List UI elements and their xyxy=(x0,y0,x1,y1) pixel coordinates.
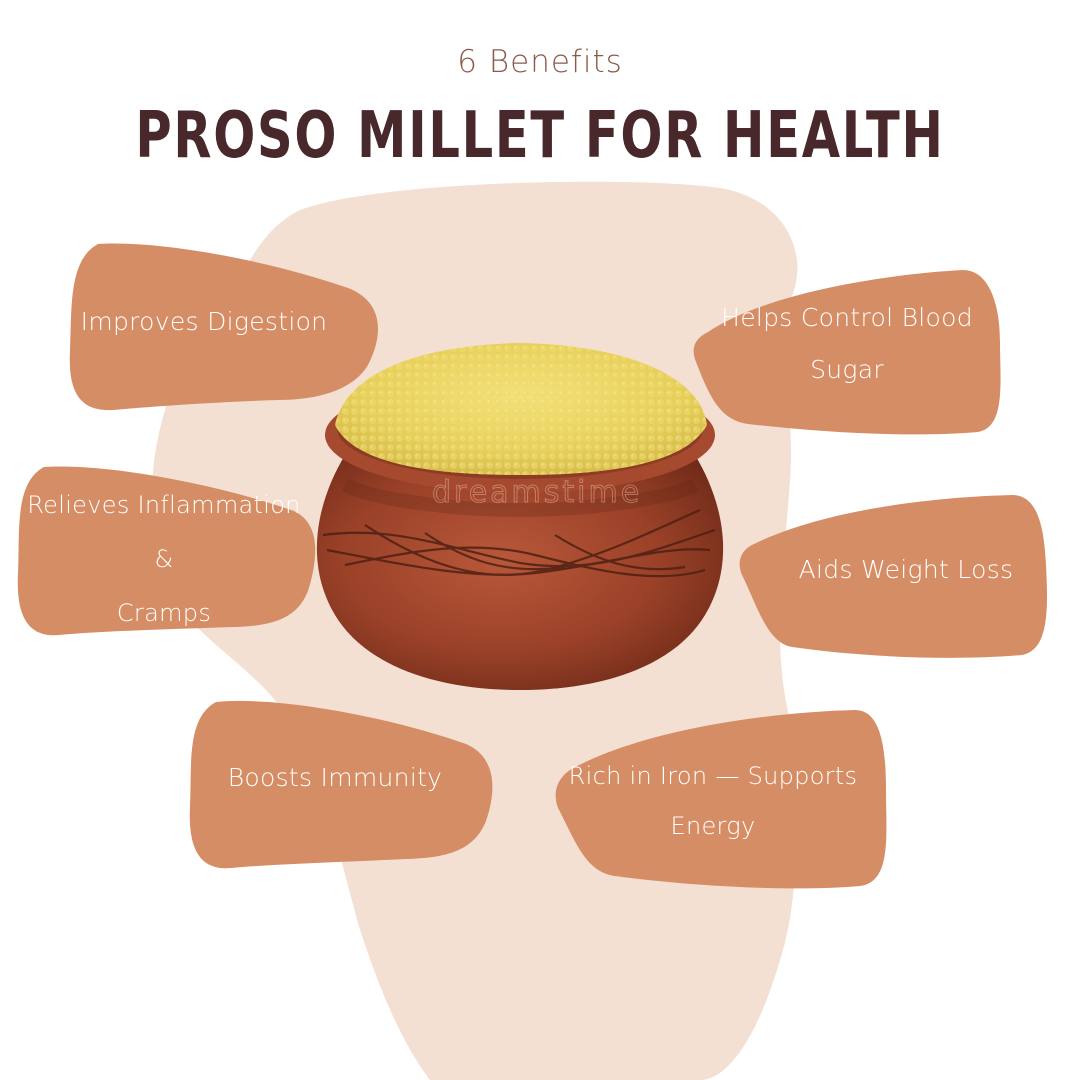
benefit-label: Rich in Iron — Supports Energy xyxy=(568,762,858,840)
benefit-label: Helps Control Blood Sugar xyxy=(721,303,973,384)
watermark-text: dreamstime xyxy=(432,475,643,511)
benefit-card: Aids Weight Loss xyxy=(732,485,1048,659)
benefit-label: Improves Digestion xyxy=(80,307,328,336)
blob-shape xyxy=(555,710,887,889)
blob-shape xyxy=(17,466,316,636)
page-title: PROSO MILLET FOR HEALTH xyxy=(135,99,945,173)
benefit-card: Rich in Iron — Supports Energy xyxy=(550,700,887,890)
benefit-card: Helps Control Blood Sugar xyxy=(688,262,1001,436)
blob-shape xyxy=(739,495,1048,658)
benefit-label: Relieves Inflammation & Cramps xyxy=(27,490,301,627)
benefit-card: Boosts Immunity xyxy=(186,696,496,871)
benefit-card: Improves Digestion xyxy=(68,240,380,412)
benefit-label: Boosts Immunity xyxy=(227,762,443,792)
benefit-card: Relieves Inflammation & Cramps xyxy=(14,463,316,638)
blob-shape xyxy=(189,700,493,869)
millet-pot-image xyxy=(316,343,724,690)
blob-shape xyxy=(69,243,379,411)
blob-shape xyxy=(693,270,1001,435)
subtitle: 6 Benefits xyxy=(457,44,623,80)
benefit-label: Aids Weight Loss xyxy=(798,555,1014,584)
